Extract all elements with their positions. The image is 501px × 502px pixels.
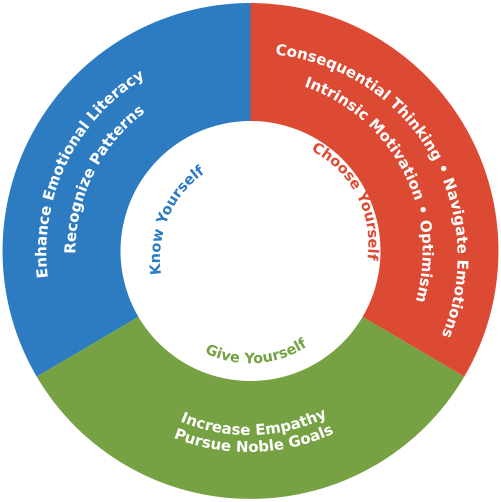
center-circle	[120, 121, 381, 381]
